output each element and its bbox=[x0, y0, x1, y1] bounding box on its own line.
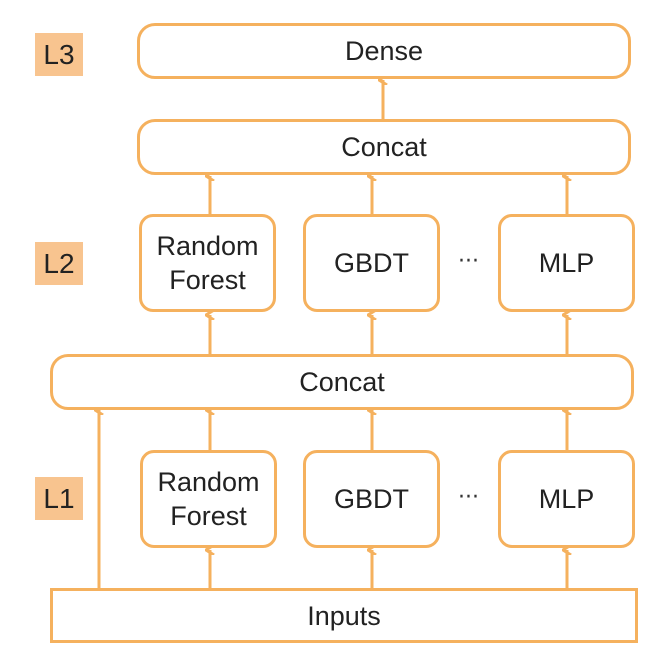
layer-tag-l3: L3 bbox=[35, 33, 83, 76]
l2-mlp-box: MLP bbox=[498, 214, 635, 312]
l2-gbdt-box: GBDT bbox=[303, 214, 440, 312]
l2-ellipsis: ··· bbox=[458, 249, 479, 274]
l1-ellipsis: ··· bbox=[458, 485, 479, 510]
l1-mlp-box: MLP bbox=[498, 450, 635, 548]
dense-box: Dense bbox=[137, 23, 631, 79]
l1-random-forest-box: Random Forest bbox=[140, 450, 277, 548]
top-concat-box: Concat bbox=[137, 119, 631, 175]
inputs-box: Inputs bbox=[50, 588, 638, 643]
l2-random-forest-box: Random Forest bbox=[139, 214, 276, 312]
layer-tag-l2: L2 bbox=[35, 242, 83, 285]
middle-concat-box: Concat bbox=[50, 354, 634, 410]
layer-tag-l1: L1 bbox=[35, 477, 83, 520]
l1-gbdt-box: GBDT bbox=[303, 450, 440, 548]
